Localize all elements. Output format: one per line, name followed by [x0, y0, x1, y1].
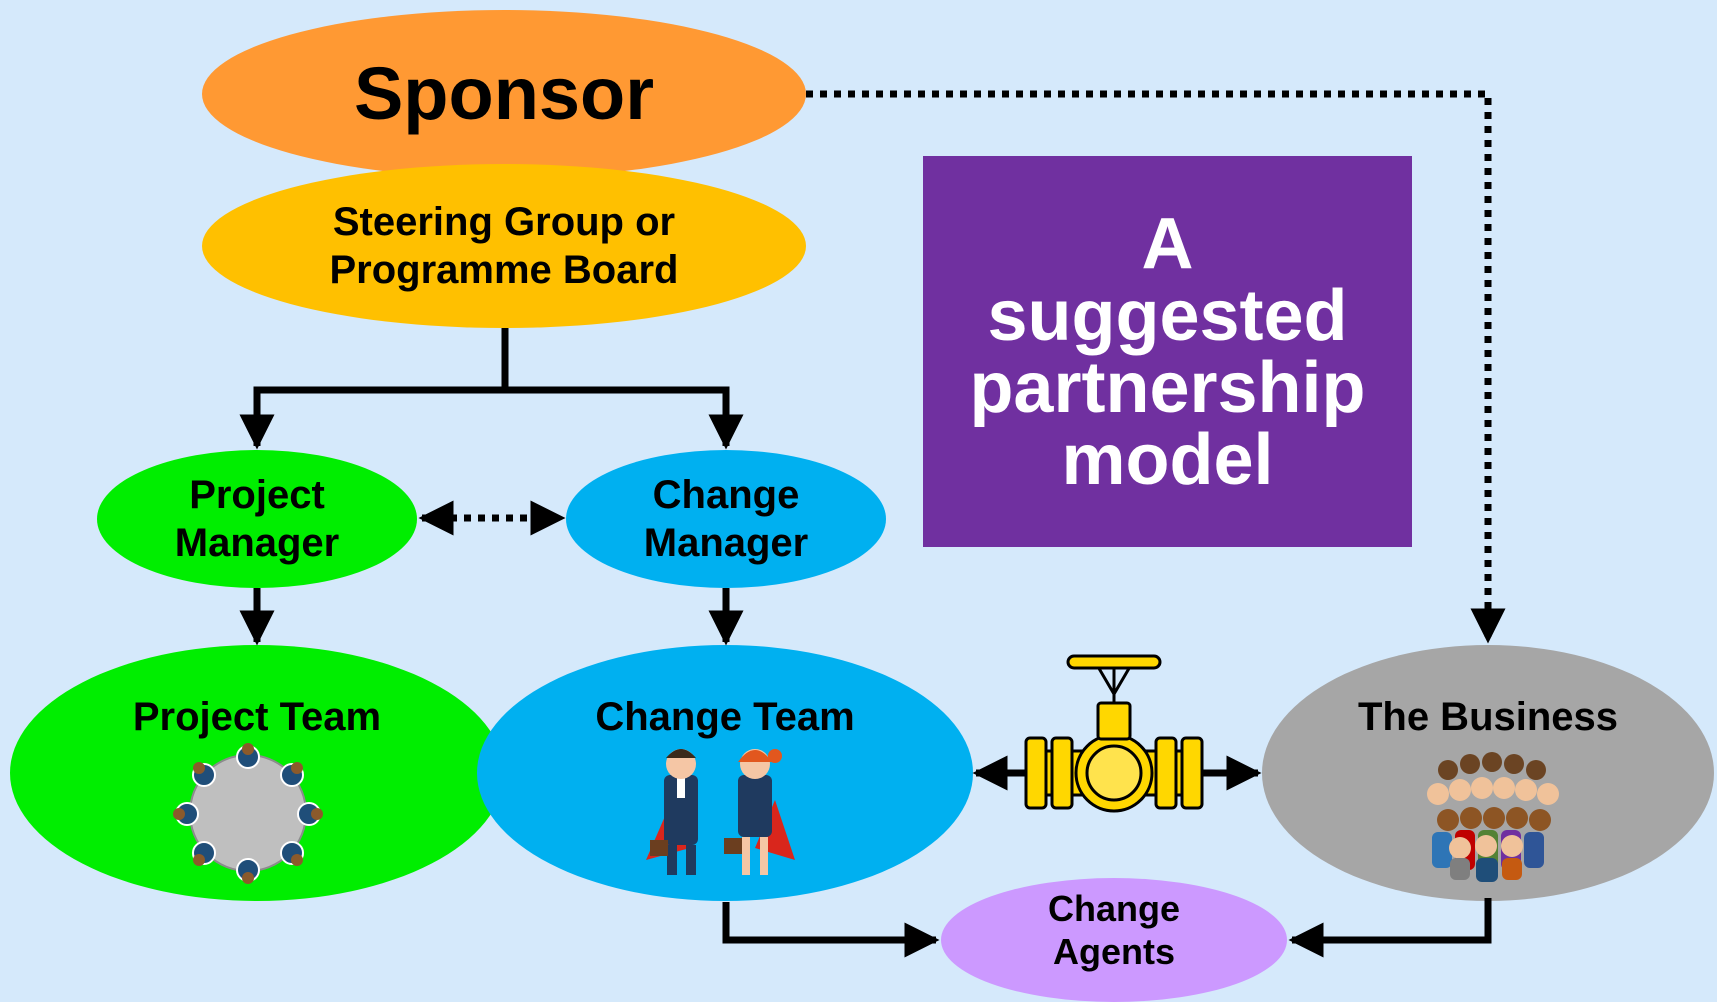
the-business-label: The Business	[1357, 695, 1619, 739]
project-manager-node: Project Manager	[97, 450, 417, 588]
sponsor-node: Sponsor	[202, 10, 806, 178]
project-team-label: Project Team	[132, 695, 382, 739]
steering-group-node: Steering Group or Programme Board	[202, 164, 806, 328]
change-team-label: Change Team	[595, 695, 855, 739]
change-manager-node: Change Manager	[566, 450, 886, 588]
steering-group-label: Steering Group or Programme Board	[329, 200, 679, 292]
title-box: A suggested partnership model	[923, 156, 1412, 547]
the-business-node: The Business	[1262, 645, 1714, 901]
steering-to-project-manager-arrow	[239, 386, 505, 450]
business-to-agents-arrow	[1288, 898, 1492, 958]
project-team-node: Project Team	[10, 645, 504, 901]
sponsor-label: Sponsor	[353, 51, 655, 135]
pipe-valve-icon	[1024, 654, 1204, 813]
change-team-node: Change Team	[477, 645, 973, 901]
change-agents-node: Change Agents	[941, 878, 1287, 1002]
change-team-to-agents-arrow	[722, 902, 940, 958]
change-agents-label: Change Agents	[1047, 887, 1180, 972]
steering-to-change-manager-arrow	[505, 386, 744, 450]
change-manager-label: Change Manager	[643, 473, 809, 565]
project-manager-label: Project Manager	[174, 473, 340, 565]
